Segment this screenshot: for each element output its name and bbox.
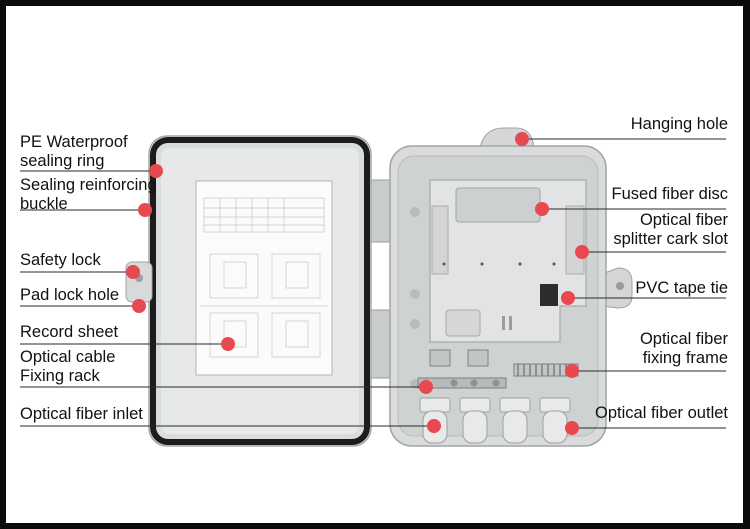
label-pvc-tape-tie: PVC tape tie bbox=[635, 279, 728, 298]
label-line: Fixing rack bbox=[20, 367, 100, 385]
label-line: Optical fiber inlet bbox=[20, 405, 143, 423]
splitter-tray bbox=[429, 179, 587, 343]
label-line: sealing ring bbox=[20, 152, 105, 170]
label-line: fixing frame bbox=[642, 349, 728, 367]
marker-fiber-inlet bbox=[427, 419, 441, 433]
marker-safety-lock bbox=[126, 265, 140, 279]
label-line: Optical fiber bbox=[639, 211, 728, 229]
label-line: Safety lock bbox=[20, 251, 101, 269]
label-line: Sealing reinforcing bbox=[20, 176, 157, 194]
marker-hanging-hole bbox=[515, 132, 529, 146]
record-sheet-paper bbox=[195, 180, 333, 376]
label-fused-fiber-disc: Fused fiber disc bbox=[612, 185, 728, 204]
label-pad-lock-hole: Pad lock hole bbox=[20, 286, 119, 305]
label-line: Record sheet bbox=[20, 323, 119, 341]
label-line: Optical fiber outlet bbox=[595, 404, 728, 422]
label-record-sheet: Record sheet bbox=[20, 323, 118, 342]
marker-fiber-outlet bbox=[565, 421, 579, 435]
base bbox=[389, 127, 633, 447]
callout-markers bbox=[126, 132, 589, 435]
marker-splitter-slot bbox=[575, 245, 589, 259]
label-line: splitter cark slot bbox=[613, 230, 728, 248]
label-hanging-hole: Hanging hole bbox=[631, 115, 728, 134]
label-line: PE Waterproof bbox=[20, 133, 128, 151]
label-line: Pad lock hole bbox=[20, 286, 120, 304]
product-annotation-image: PE Waterproof sealing ring Sealing reinf… bbox=[6, 6, 743, 523]
marker-record-sheet bbox=[221, 337, 235, 351]
leader-lines bbox=[20, 138, 726, 429]
label-optical-fiber-splitter-cark-slot: Optical fiber splitter cark slot bbox=[613, 211, 728, 249]
label-safety-lock: Safety lock bbox=[20, 251, 101, 270]
label-sealing-reinforcing-buckle: Sealing reinforcing buckle bbox=[20, 176, 157, 214]
label-optical-fiber-fixing-frame: Optical fiber fixing frame bbox=[640, 330, 728, 368]
marker-fixing-rack bbox=[419, 380, 433, 394]
fiber-box-illustration bbox=[20, 127, 726, 447]
label-line: PVC tape tie bbox=[635, 279, 728, 297]
label-optical-fiber-inlet: Optical fiber inlet bbox=[20, 405, 143, 424]
lid bbox=[125, 135, 372, 447]
label-optical-cable-fixing-rack: Optical cable Fixing rack bbox=[20, 348, 115, 386]
label-optical-fiber-outlet: Optical fiber outlet bbox=[595, 404, 728, 423]
marker-fused-fiber-disc bbox=[535, 202, 549, 216]
marker-pad-lock-hole bbox=[132, 299, 146, 313]
label-line: Fused fiber disc bbox=[611, 185, 728, 203]
label-line: Optical cable bbox=[20, 348, 116, 366]
waterproof-gasket bbox=[150, 137, 370, 445]
marker-pvc-tape-tie bbox=[561, 291, 575, 305]
label-line: Optical fiber bbox=[639, 330, 728, 348]
marker-pe-waterproof bbox=[149, 164, 163, 178]
label-line: buckle bbox=[20, 195, 68, 213]
marker-fixing-frame bbox=[565, 364, 579, 378]
label-line: Hanging hole bbox=[630, 115, 728, 133]
label-pe-waterproof-sealing-ring: PE Waterproof sealing ring bbox=[20, 133, 128, 171]
marker-sealing-buckle bbox=[138, 203, 152, 217]
